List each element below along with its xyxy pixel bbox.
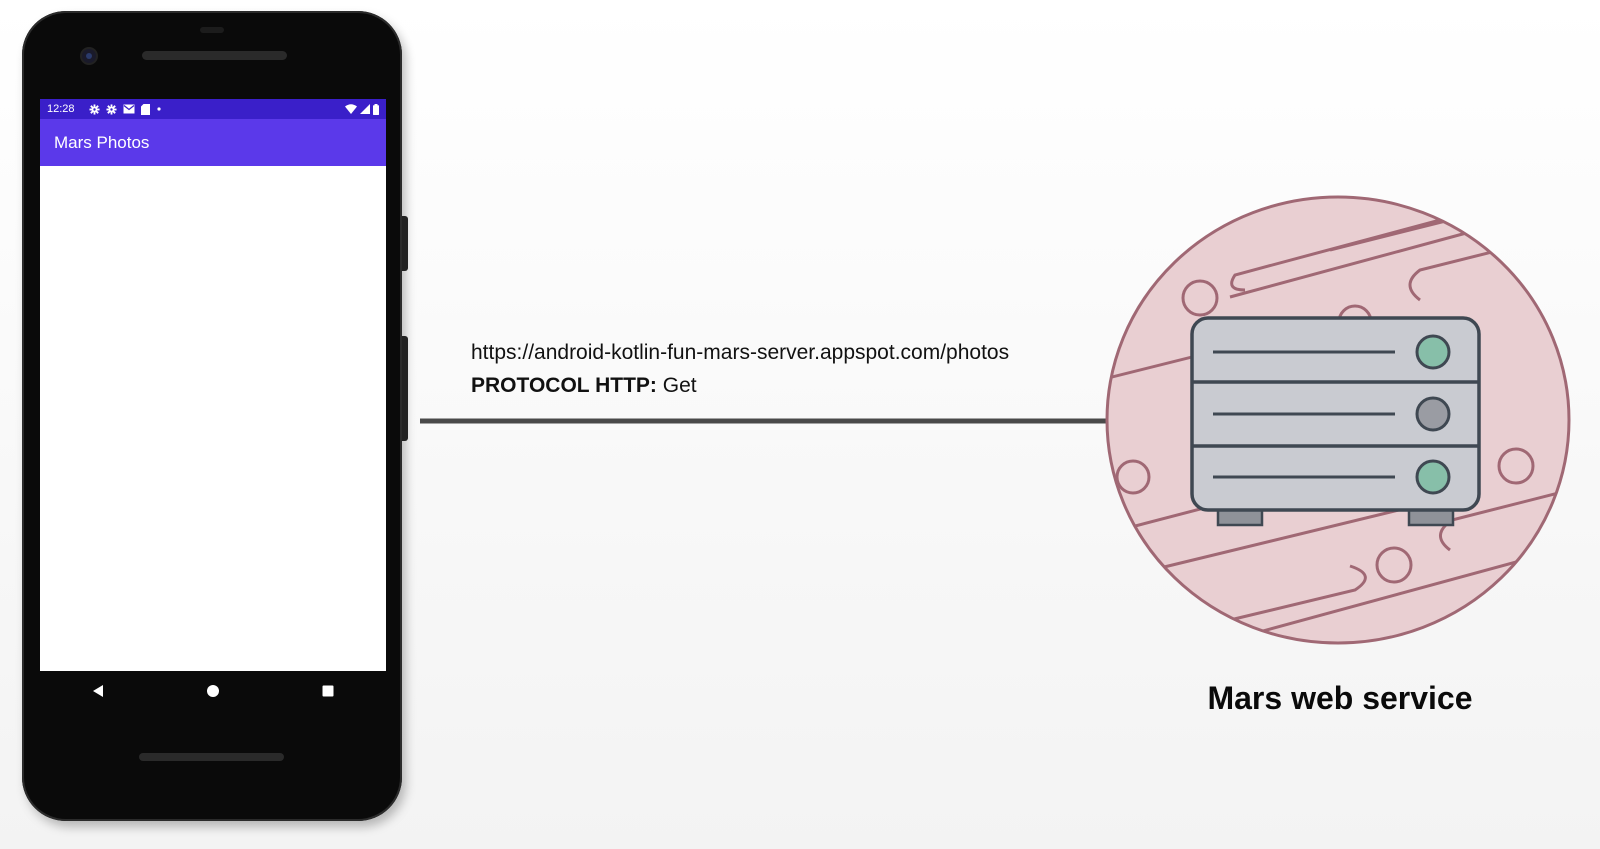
phone-device: 12:28 bbox=[22, 11, 408, 821]
back-icon[interactable] bbox=[91, 684, 105, 698]
volume-button bbox=[402, 216, 408, 271]
bottom-speaker bbox=[139, 753, 284, 761]
status-time: 12:28 bbox=[47, 103, 75, 115]
service-label: Mars web service bbox=[1207, 680, 1473, 716]
wifi-icon bbox=[345, 104, 357, 114]
protocol-label: PROTOCOL HTTP: bbox=[471, 374, 657, 397]
server-icon bbox=[1190, 316, 1481, 527]
battery-icon bbox=[373, 103, 379, 115]
navigation-bar bbox=[40, 671, 386, 711]
status-notification-icons bbox=[88, 103, 162, 115]
app-title: Mars Photos bbox=[54, 132, 150, 152]
front-camera-icon bbox=[82, 49, 96, 63]
signal-icon bbox=[360, 104, 370, 114]
app-bar: Mars Photos bbox=[40, 119, 386, 166]
status-bar: 12:28 bbox=[40, 99, 386, 119]
recents-icon[interactable] bbox=[321, 684, 335, 698]
dot-icon bbox=[156, 107, 161, 111]
protocol-value: Get bbox=[662, 374, 697, 397]
sd-card-icon bbox=[140, 103, 150, 115]
phone-notch bbox=[200, 27, 224, 33]
gear-icon bbox=[88, 103, 100, 115]
request-protocol: PROTOCOL HTTP: Get bbox=[471, 374, 697, 398]
home-icon[interactable] bbox=[206, 684, 220, 698]
mail-icon bbox=[123, 104, 135, 114]
request-url: https://android-kotlin-fun-mars-server.a… bbox=[471, 341, 1010, 364]
gear-icon bbox=[105, 103, 117, 115]
earpiece-speaker bbox=[142, 51, 287, 60]
status-system-icons bbox=[345, 103, 379, 115]
phone-screen: 12:28 bbox=[40, 99, 386, 671]
power-button bbox=[402, 336, 408, 441]
